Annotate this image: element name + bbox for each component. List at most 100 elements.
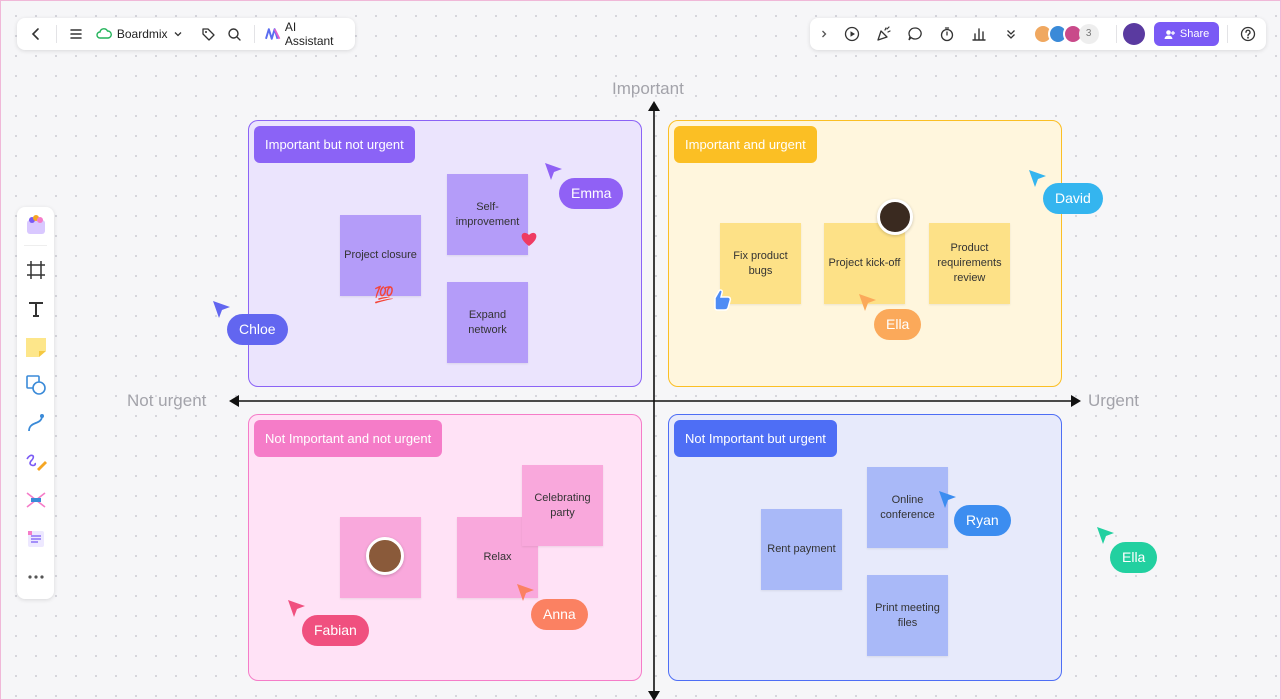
divider — [24, 245, 47, 246]
timer-icon — [940, 27, 954, 42]
cursor-label-anna: Anna — [531, 599, 588, 630]
text-tool[interactable] — [24, 297, 48, 321]
sticky-note-print-meeting-files[interactable]: Print meeting files — [867, 575, 948, 656]
cursor-label-ella: Ella — [874, 309, 922, 340]
mind-map-icon — [26, 492, 46, 508]
celebrate-button[interactable] — [870, 20, 898, 48]
template-icon — [27, 215, 45, 234]
cursor-label-ryan: Ryan — [954, 505, 1011, 536]
timer-button[interactable] — [933, 20, 961, 48]
quadrant-important-not-urgent[interactable] — [248, 120, 642, 387]
comment-icon — [908, 27, 923, 41]
mind-map-tool[interactable] — [24, 488, 48, 512]
shape-tool[interactable] — [24, 373, 48, 397]
cursor-arrow-icon — [1029, 170, 1046, 187]
help-icon — [1241, 26, 1256, 42]
cursor-label-emma: Emma — [559, 178, 624, 209]
ai-logo-icon — [265, 28, 281, 40]
template-tool[interactable] — [24, 213, 48, 237]
cursor-arrow-icon — [517, 584, 534, 601]
frame-icon — [27, 261, 45, 279]
sticky-note-expand-network[interactable]: Expand network — [447, 282, 528, 363]
ai-assistant-button[interactable]: AI Assistant — [261, 20, 349, 48]
ai-assistant-label: AI Assistant — [284, 20, 334, 48]
share-label: Share — [1179, 28, 1210, 40]
divider — [254, 25, 256, 43]
more-tools-button[interactable] — [24, 565, 48, 589]
note-text: Relax — [483, 551, 512, 563]
thumbs-up-icon — [714, 289, 732, 311]
vote-button[interactable] — [965, 20, 993, 48]
play-icon — [844, 26, 859, 42]
cursor-arrow-icon — [1097, 527, 1114, 544]
cursor-arrow-icon — [288, 600, 305, 617]
double-chevron-down-icon — [1006, 30, 1015, 39]
cursor-label-david: David — [1043, 183, 1103, 214]
cursor-arrow-icon — [545, 163, 562, 180]
pen-tool[interactable] — [24, 450, 48, 474]
collaborator-avatars[interactable]: 3 — [1032, 22, 1110, 46]
sticky-note-tool[interactable] — [24, 335, 48, 359]
search-button[interactable] — [222, 20, 249, 48]
bar-chart-icon — [972, 28, 986, 41]
pen-icon — [26, 454, 47, 471]
note-text: Self-improvement — [455, 200, 520, 228]
divider — [1116, 25, 1118, 43]
cloud-icon — [96, 28, 112, 39]
present-button[interactable] — [838, 20, 866, 48]
share-button[interactable]: Share — [1153, 22, 1220, 46]
note-text: Fix product bugs — [733, 249, 788, 277]
chevron-left-icon — [32, 28, 40, 40]
sticky-note-fix-product-bugs[interactable]: Fix product bugs — [720, 223, 801, 304]
table-tool[interactable] — [24, 527, 48, 551]
quadrant-not-important-urgent[interactable] — [668, 414, 1062, 681]
hundred-emoji: 💯 — [374, 287, 394, 304]
quadrant-title[interactable]: Important and urgent — [674, 126, 817, 163]
comment-button[interactable] — [901, 20, 929, 48]
avatar — [877, 199, 913, 235]
user-avatar[interactable] — [1123, 23, 1145, 45]
top-left-toolbar: Boardmix AI Assistant — [17, 18, 355, 50]
board-name-dropdown[interactable]: Boardmix — [90, 27, 189, 41]
avatar — [366, 537, 404, 575]
quadrant-title[interactable]: Not Important but urgent — [674, 420, 837, 457]
board-name: Boardmix — [116, 27, 168, 41]
note-text: Print meeting files — [875, 601, 940, 629]
chevron-down-icon — [174, 32, 182, 37]
quadrant-title[interactable]: Not Important and not urgent — [254, 420, 443, 457]
sticky-note-rent-payment[interactable]: Rent payment — [761, 509, 842, 590]
axis-label-important: Important — [612, 79, 684, 98]
tag-button[interactable] — [195, 20, 222, 48]
menu-button[interactable] — [63, 20, 90, 48]
sticky-note-celebrating-party[interactable]: Celebrating party — [522, 465, 603, 546]
top-right-toolbar: 3 Share — [810, 18, 1266, 50]
party-popper-icon — [876, 26, 891, 41]
quadrant-title[interactable]: Important but not urgent — [254, 126, 415, 163]
sticky-note-icon — [26, 338, 46, 357]
hamburger-icon — [70, 29, 83, 39]
cursor-arrow-icon — [939, 491, 956, 508]
sticky-note-product-requirements-review[interactable]: Product requirements review — [929, 223, 1010, 304]
collaborator-count: 3 — [1078, 24, 1099, 44]
chevron-right-icon — [821, 30, 827, 38]
collapse-toolbar-button[interactable] — [814, 20, 834, 48]
cursor-label-ella: Ella — [1110, 542, 1158, 573]
axis-label-urgent: Urgent — [1088, 391, 1140, 410]
cursor-arrow-icon — [859, 294, 876, 311]
frame-tool[interactable] — [24, 258, 48, 282]
connector-tool[interactable] — [24, 411, 48, 435]
note-text: Expand network — [468, 308, 507, 336]
back-button[interactable] — [23, 20, 50, 48]
note-text: Project kick-off — [828, 257, 901, 269]
more-tools-button[interactable] — [997, 20, 1025, 48]
help-button[interactable] — [1234, 20, 1262, 48]
sticky-note-project-closure[interactable]: Project closure — [340, 215, 421, 296]
sticky-note-self-improvement[interactable]: Self-improvement — [447, 174, 528, 255]
sticky-note-online-conference[interactable]: Online conference — [867, 467, 948, 548]
cursor-arrow-icon — [213, 301, 230, 318]
left-tool-panel — [17, 207, 54, 599]
sticky-note-project-kick-off[interactable]: Project kick-off — [824, 223, 905, 304]
user-add-icon — [1164, 29, 1175, 39]
note-text: Online conference — [880, 493, 935, 521]
